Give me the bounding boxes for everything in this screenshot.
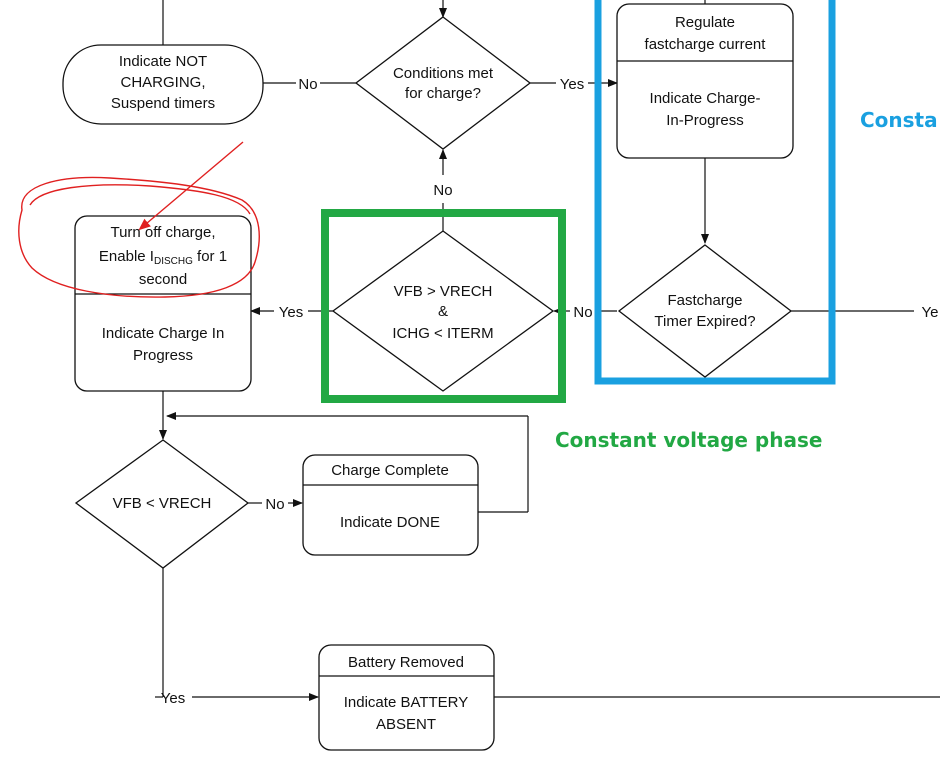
red-circle-scribble [18, 176, 260, 298]
conditions-met-decision: Conditions met for charge? [354, 16, 532, 150]
turn-off-body-1: Indicate Charge In [102, 325, 225, 342]
conditions-met-line-1: Conditions met [393, 65, 494, 82]
not-charging-line-2: CHARGING, [120, 74, 205, 91]
vfb-less-vrech-decision: VFB < VRECH [74, 439, 250, 569]
edge-label-yes-far-right: Ye [922, 304, 939, 321]
turn-off-header-3: second [139, 271, 187, 288]
regulate-header-1: Regulate [675, 14, 735, 31]
fastcharge-line-2: Timer Expired? [654, 313, 755, 330]
turn-off-charge-node: Turn off charge, Enable IDISCHG for 1 se… [74, 215, 252, 392]
regulate-body-1: Indicate Charge- [650, 90, 761, 107]
vfb-less-vrech-label: VFB < VRECH [113, 495, 212, 512]
turn-off-header-1: Turn off charge, [110, 224, 215, 241]
edge-label-no-up: No [433, 182, 452, 199]
battery-removed-node: Battery Removed Indicate BATTERY ABSENT [318, 644, 495, 751]
battery-removed-header: Battery Removed [348, 654, 464, 671]
edge-label-no-left: No [298, 76, 317, 93]
regulate-body-2: In-Progress [666, 112, 744, 129]
battery-removed-body-1: Indicate BATTERY [344, 694, 469, 711]
recharge-line-3: ICHG < ITERM [392, 325, 493, 342]
battery-removed-body-2: ABSENT [376, 716, 436, 733]
recharge-termination-decision: VFB > VRECH & ICHG < ITERM [331, 230, 555, 392]
edge-label-no-right: No [573, 304, 592, 321]
constant-voltage-highlight-box [321, 209, 566, 403]
regulate-fastcharge-node: Regulate fastcharge current Indicate Cha… [616, 3, 794, 159]
recharge-line-1: VFB > VRECH [394, 283, 493, 300]
regulate-header-2: fastcharge current [645, 36, 767, 53]
edge-label-yes-bottom: Yes [161, 690, 185, 707]
fastcharge-line-1: Fastcharge [667, 292, 742, 309]
not-charging-line-1: Indicate NOT [119, 53, 207, 70]
not-charging-node: Indicate NOT CHARGING, Suspend timers [62, 44, 264, 125]
constant-current-phase-label: Consta [860, 108, 938, 132]
constant-current-highlight-box [594, 0, 836, 385]
red-annotation [18, 141, 260, 298]
edge-label-yes-left: Yes [279, 304, 303, 321]
not-charging-line-3: Suspend timers [111, 95, 215, 112]
turn-off-header-2: Enable IDISCHG for 1 [99, 248, 227, 267]
recharge-line-2: & [438, 303, 448, 320]
edge-label-no-done: No [265, 496, 284, 513]
turn-off-body-2: Progress [133, 347, 193, 364]
charge-complete-body: Indicate DONE [340, 514, 440, 531]
edge-label-yes-right: Yes [560, 76, 584, 93]
red-arrow [138, 141, 244, 231]
charge-complete-node: Charge Complete Indicate DONE [302, 454, 479, 556]
constant-voltage-phase-label: Constant voltage phase [555, 428, 822, 452]
charge-complete-header: Charge Complete [331, 462, 449, 479]
conditions-met-line-2: for charge? [405, 85, 481, 102]
fastcharge-timer-decision: Fastcharge Timer Expired? [617, 244, 793, 378]
